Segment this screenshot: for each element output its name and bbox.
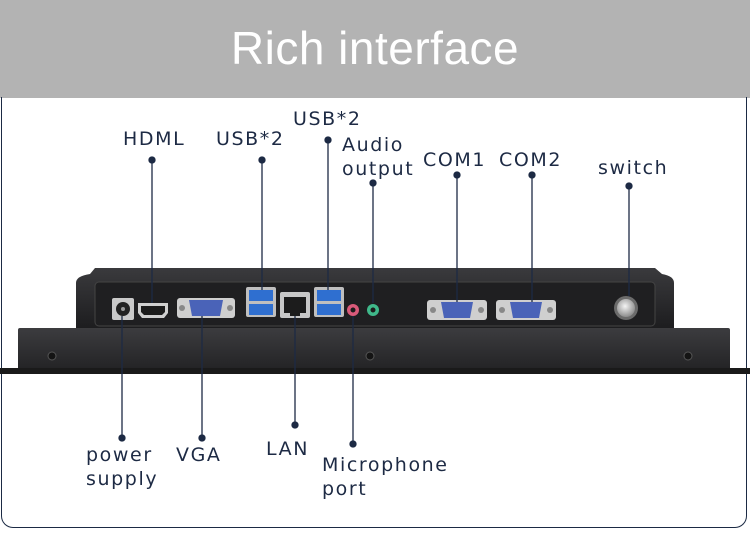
label-switch: switch [598,157,669,179]
screw-icon [683,351,693,361]
power-jack-icon [112,298,134,320]
hdmi-port-icon [138,303,168,318]
usb-port-right-icon [314,287,344,317]
leader-lines [118,136,633,448]
lan-port-icon [280,292,310,318]
pointer-dot-icon [258,156,266,164]
content-frame [1,97,747,528]
device-housing [76,268,674,330]
screw-icon [365,351,375,361]
usb-port-left-icon [246,287,276,317]
label-com1: COM1 [423,149,487,171]
label-hdml: HDML [123,128,186,150]
pointer-dot-icon [369,179,377,187]
header-banner: Rich interface [0,0,750,98]
pointer-dot-icon [198,434,206,442]
audio-jack-icon [367,304,379,316]
microphone-jack-icon [347,304,359,316]
com2-port-icon [496,300,556,320]
vga-port-icon [177,298,235,318]
label-com2: COM2 [499,149,563,171]
label-lan: LAN [266,438,310,460]
screw-icon [47,351,57,361]
pointer-dot-icon [148,156,156,164]
pointer-dot-icon [349,440,357,448]
label-microphone-port: Microphone port [322,454,449,500]
label-audio-output: Audio output [342,134,415,180]
pointer-dot-icon [625,182,633,190]
label-vga: VGA [176,444,222,466]
pointer-dot-icon [118,434,126,442]
banner-title: Rich interface [230,22,520,74]
com1-port-icon [427,300,487,320]
pointer-dot-icon [453,171,461,179]
device-bezel [0,328,750,374]
label-usb-right: USB*2 [293,108,362,130]
label-power-supply: power supply [86,444,159,490]
power-switch-icon [614,296,638,320]
pointer-dot-icon [528,171,536,179]
label-usb-left: USB*2 [216,128,285,150]
pointer-dot-icon [291,421,299,429]
pointer-dot-icon [324,136,332,144]
